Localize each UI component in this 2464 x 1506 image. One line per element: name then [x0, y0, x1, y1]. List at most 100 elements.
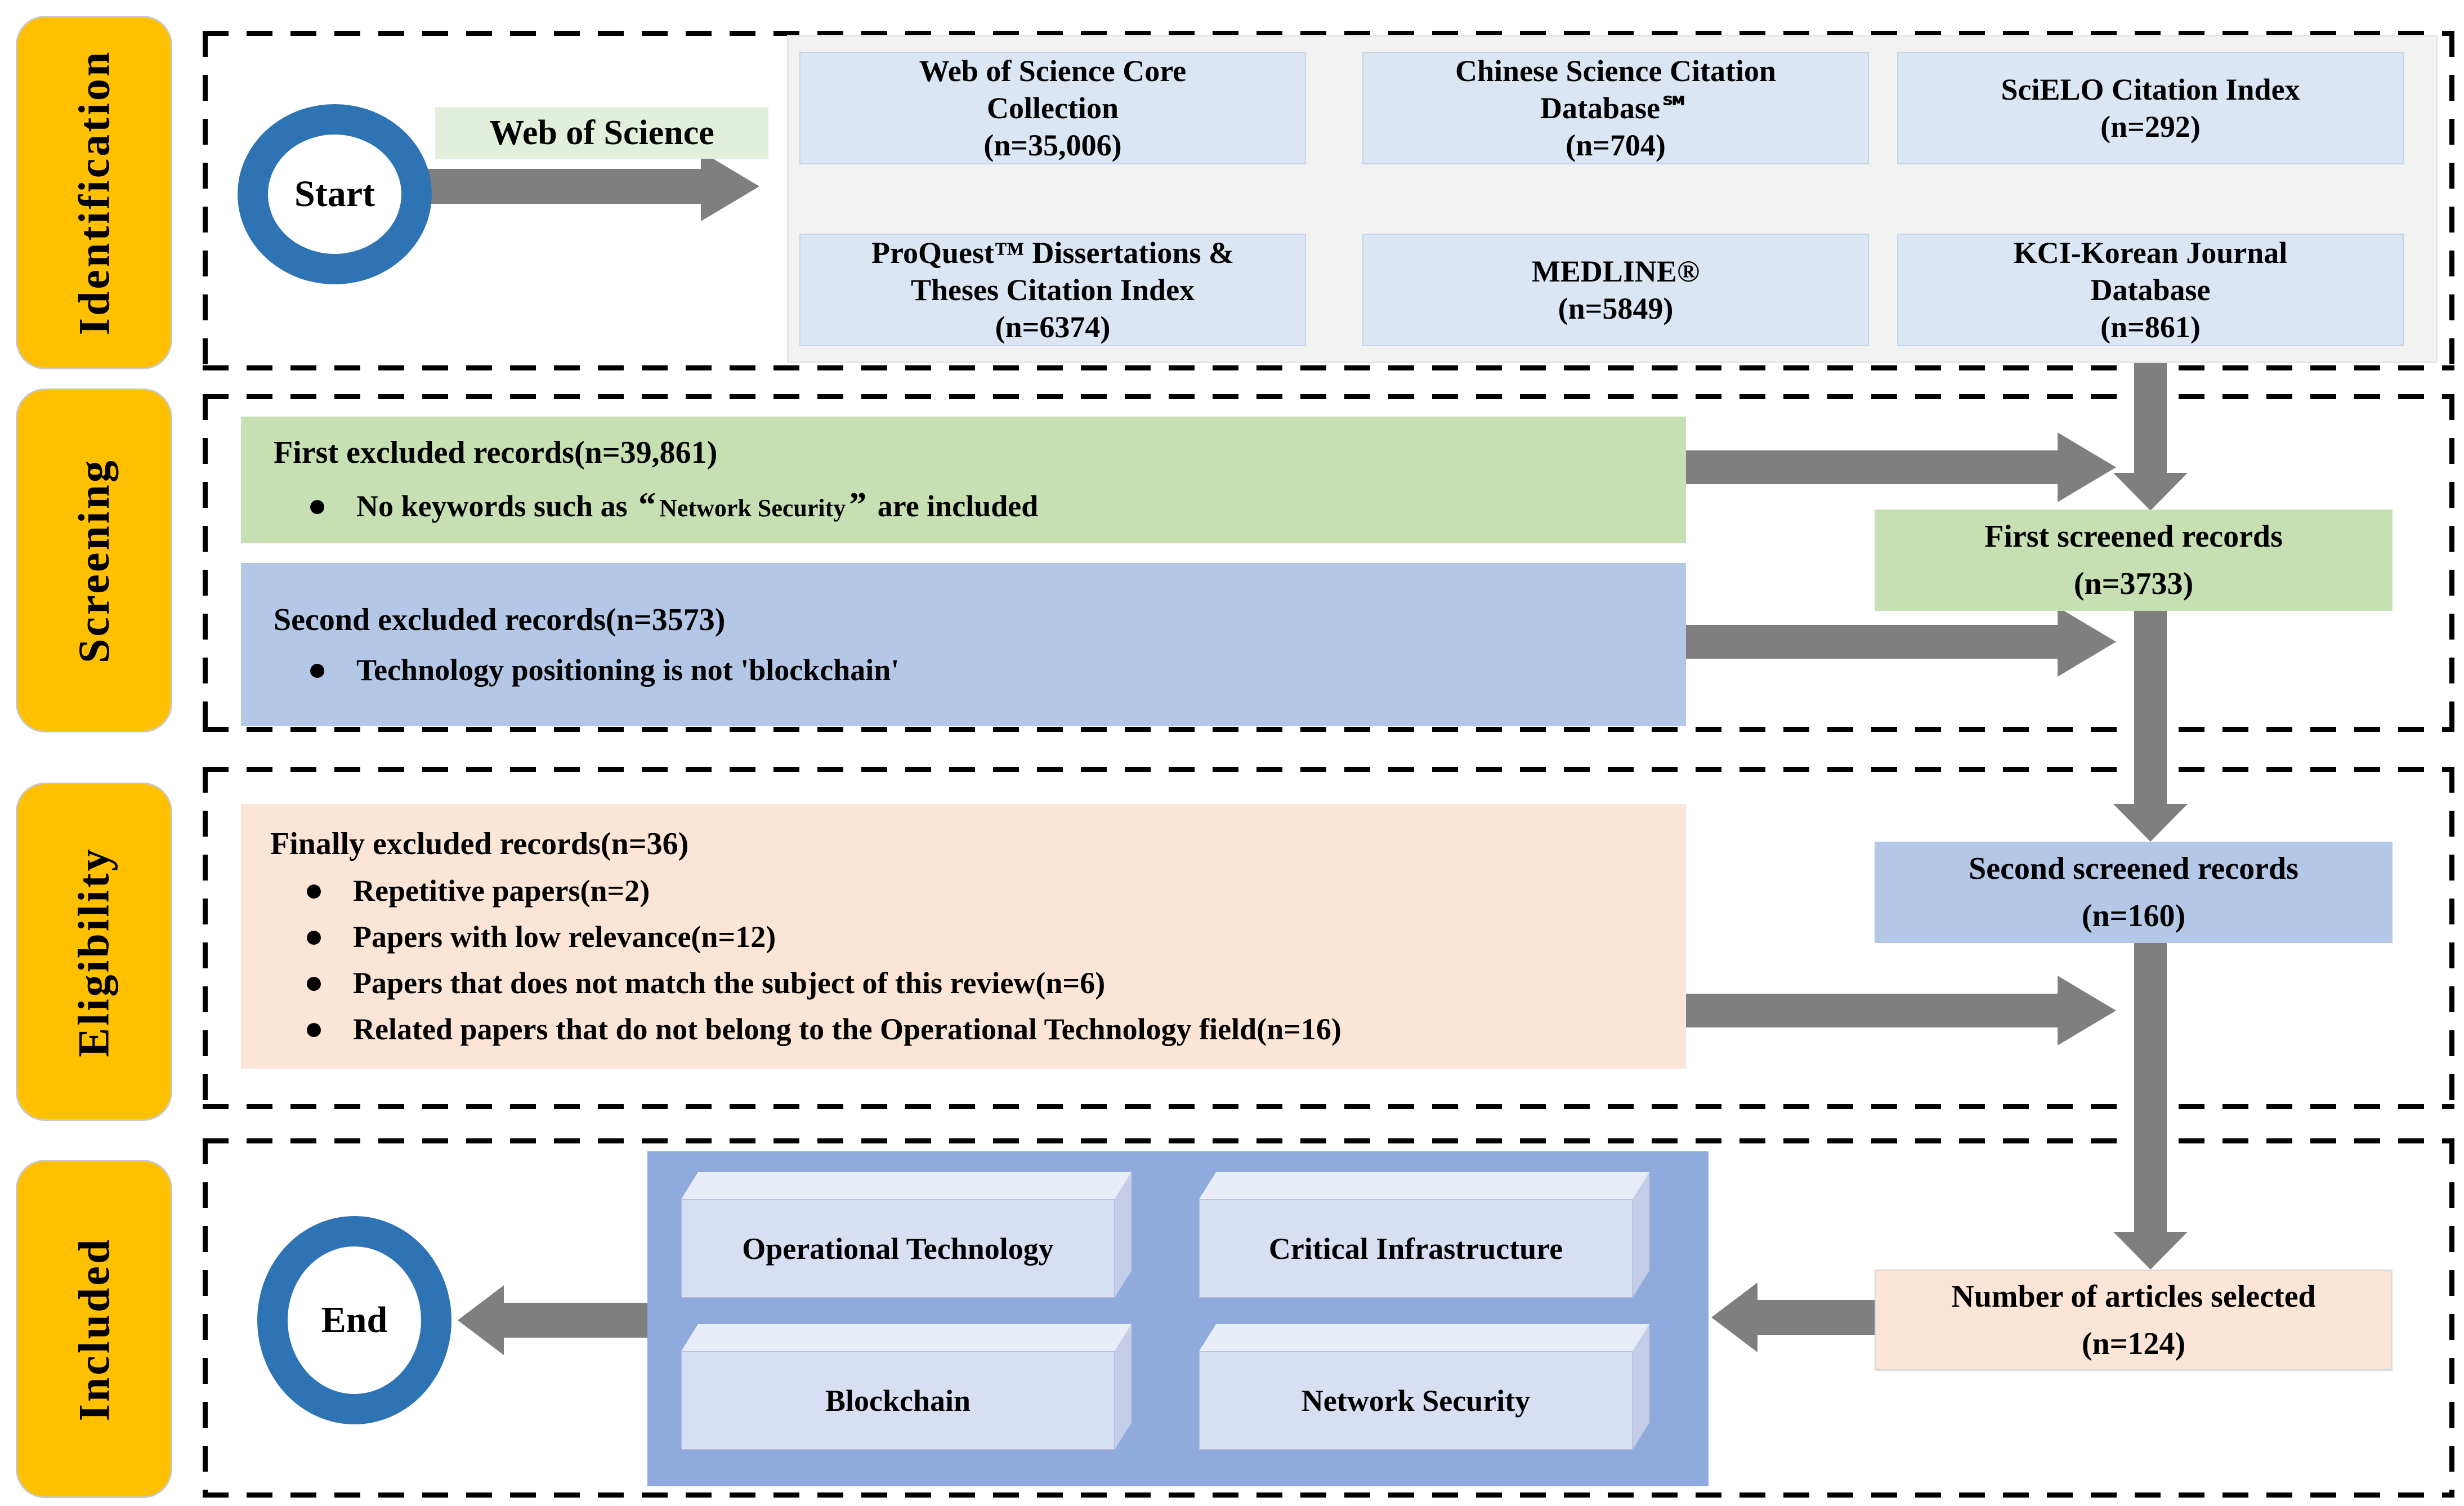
stage-label-identification: Identification	[16, 16, 172, 369]
keyword-label: Critical Infrastructure	[1268, 1231, 1563, 1266]
second-excluded-bullet-text: Technology positioning is not 'blockchai…	[356, 653, 900, 687]
dashed-border-right	[2449, 1138, 2454, 1498]
dashed-border-right	[2449, 394, 2454, 732]
dashed-border-bottom	[203, 727, 2454, 732]
second-excluded-box: Second excluded records(n=3573) ● Techno…	[241, 563, 1686, 726]
close-quote: ”	[849, 486, 867, 524]
database-name: ProQuest™ Dissertations & Theses Citatio…	[871, 236, 1234, 307]
first-excluded-bullet: ● No keywords such as “Network Security”…	[241, 485, 1686, 525]
stage-label-included: Included	[16, 1160, 172, 1498]
articles-selected-box: Number of articles selected (n=124)	[1875, 1270, 2393, 1371]
first-excluded-bullet-text: No keywords such as “Network Security” a…	[356, 485, 1038, 525]
selected-to-keywords-arrow-shaft	[1755, 1300, 1875, 1335]
selected-to-keywords-arrow-left-icon	[1711, 1282, 1758, 1352]
cube-front-face: Blockchain	[681, 1351, 1115, 1450]
second-screened-count: (n=160)	[2081, 899, 2186, 933]
database-box-medline: MEDLINE® (n=5849)	[1362, 234, 1869, 346]
bullet-dot-icon: ●	[304, 918, 324, 954]
stage-label-included-text: Included	[69, 1237, 119, 1421]
database-count: (n=6374)	[995, 310, 1111, 344]
database-box-chinese-science: Chinese Science Citation Database℠ (n=70…	[1362, 52, 1869, 164]
second-excluded-title: Second excluded records(n=3573)	[274, 602, 726, 637]
database-count: (n=861)	[2100, 310, 2201, 344]
keyword-cube-blockchain: Blockchain	[681, 1324, 1132, 1450]
bullet-dot-icon: ●	[304, 964, 324, 1000]
articles-selected-title: Number of articles selected	[1951, 1279, 2316, 1314]
database-box-proquest: ProQuest™ Dissertations & Theses Citatio…	[799, 234, 1306, 346]
cube-top-face	[681, 1324, 1132, 1351]
open-quote: “	[638, 486, 656, 524]
search-source-label: Web of Science	[435, 107, 768, 159]
database-name: KCI-Korean Journal Database	[2013, 236, 2288, 307]
finally-excluded-bullet-4: ● Related papers that do not belong to t…	[241, 1012, 1686, 1047]
flow-arrow-down-icon-2	[2113, 804, 2188, 842]
cube-top-face	[1199, 1172, 1649, 1199]
start-arrow-right-icon	[701, 151, 759, 221]
quoted-keyword: Network Security	[659, 494, 846, 522]
flow-arrow-down-icon-3	[2113, 1232, 2188, 1270]
bullet-dot-icon: ●	[304, 1010, 324, 1047]
database-count: (n=292)	[2100, 110, 2201, 144]
cube-front-face: Operational Technology	[681, 1199, 1115, 1298]
finally-excluded-box: Finally excluded records(n=36) ● Repetit…	[241, 804, 1686, 1069]
dashed-border-left	[203, 394, 208, 732]
dashed-border-top	[203, 767, 2454, 772]
database-box-wos-core: Web of Science Core Collection (n=35,006…	[799, 52, 1306, 164]
cube-front-face: Critical Infrastructure	[1199, 1199, 1633, 1298]
start-node: Start	[238, 104, 432, 284]
dashed-border-top	[203, 1138, 2454, 1143]
second-screened-box: Second screened records (n=160)	[1875, 842, 2393, 943]
second-excluded-bullet: ● Technology positioning is not 'blockch…	[241, 653, 1686, 687]
database-count: (n=704)	[1566, 128, 1666, 162]
first-screened-title: First screened records	[1984, 519, 2283, 554]
flow-arrow-down-icon-1	[2113, 473, 2188, 511]
bullet-text: Repetitive papers(n=2)	[353, 874, 650, 908]
dashed-border-right	[2449, 767, 2454, 1109]
flow-arrow-shaft-eligibility-to-included	[2134, 943, 2167, 1233]
first-excluded-arrow-right-icon	[2058, 432, 2116, 502]
first-screened-count: (n=3733)	[2073, 566, 2194, 601]
database-box-kci: KCI-Korean Journal Database (n=861)	[1897, 234, 2404, 346]
end-node-label: End	[321, 1299, 388, 1340]
keyword-label: Network Security	[1301, 1383, 1531, 1418]
bullet-text: Papers that does not match the subject o…	[353, 966, 1106, 1000]
bullet-prefix: No keywords such as	[356, 489, 636, 523]
bullet-dot-icon: ●	[307, 487, 328, 524]
articles-selected-count: (n=124)	[2081, 1326, 2186, 1361]
search-source-text: Web of Science	[489, 113, 714, 152]
database-name: Chinese Science Citation Database℠	[1455, 54, 1776, 125]
dashed-border-bottom	[203, 1492, 2454, 1498]
flow-arrow-shaft-identification-to-screening	[2134, 350, 2167, 474]
first-excluded-title: First excluded records(n=39,861)	[274, 435, 718, 470]
stage-label-screening: Screening	[16, 388, 172, 732]
second-excluded-arrow-shaft	[1686, 625, 2058, 659]
cube-top-face	[1199, 1324, 1649, 1351]
database-count: (n=5849)	[1558, 292, 1674, 325]
dashed-border-bottom	[203, 1104, 2454, 1109]
finally-excluded-bullet-1: ● Repetitive papers(n=2)	[241, 873, 1686, 908]
flow-arrow-shaft-screening-to-eligibility	[2134, 611, 2167, 805]
finally-excluded-title: Finally excluded records(n=36)	[270, 826, 689, 861]
end-node: End	[257, 1216, 451, 1424]
database-name: MEDLINE®	[1531, 254, 1700, 288]
bullet-suffix: are included	[870, 489, 1039, 523]
bullet-text: Papers with low relevance(n=12)	[353, 920, 776, 954]
bullet-dot-icon: ●	[304, 872, 324, 908]
dashed-border-left	[203, 767, 208, 1109]
keywords-to-end-arrow-left-icon	[458, 1285, 504, 1355]
stage-label-eligibility: Eligibility	[16, 783, 172, 1121]
stage-label-eligibility-text: Eligibility	[69, 846, 118, 1057]
second-screened-title: Second screened records	[1969, 851, 2298, 886]
stage-label-screening-text: Screening	[69, 458, 119, 663]
finally-excluded-arrow-shaft	[1686, 994, 2058, 1027]
database-name: SciELO Citation Index	[2001, 73, 2300, 106]
stage-label-identification-text: Identification	[69, 50, 119, 336]
dashed-border-right	[2449, 31, 2454, 370]
database-name: Web of Science Core Collection	[919, 54, 1187, 125]
keywords-to-end-arrow-shaft	[504, 1303, 649, 1338]
finally-excluded-bullet-2: ● Papers with low relevance(n=12)	[241, 919, 1686, 954]
dashed-border-left	[203, 1138, 208, 1498]
keyword-cube-network-security: Network Security	[1199, 1324, 1649, 1450]
finally-excluded-bullet-3: ● Papers that does not match the subject…	[241, 966, 1686, 1000]
